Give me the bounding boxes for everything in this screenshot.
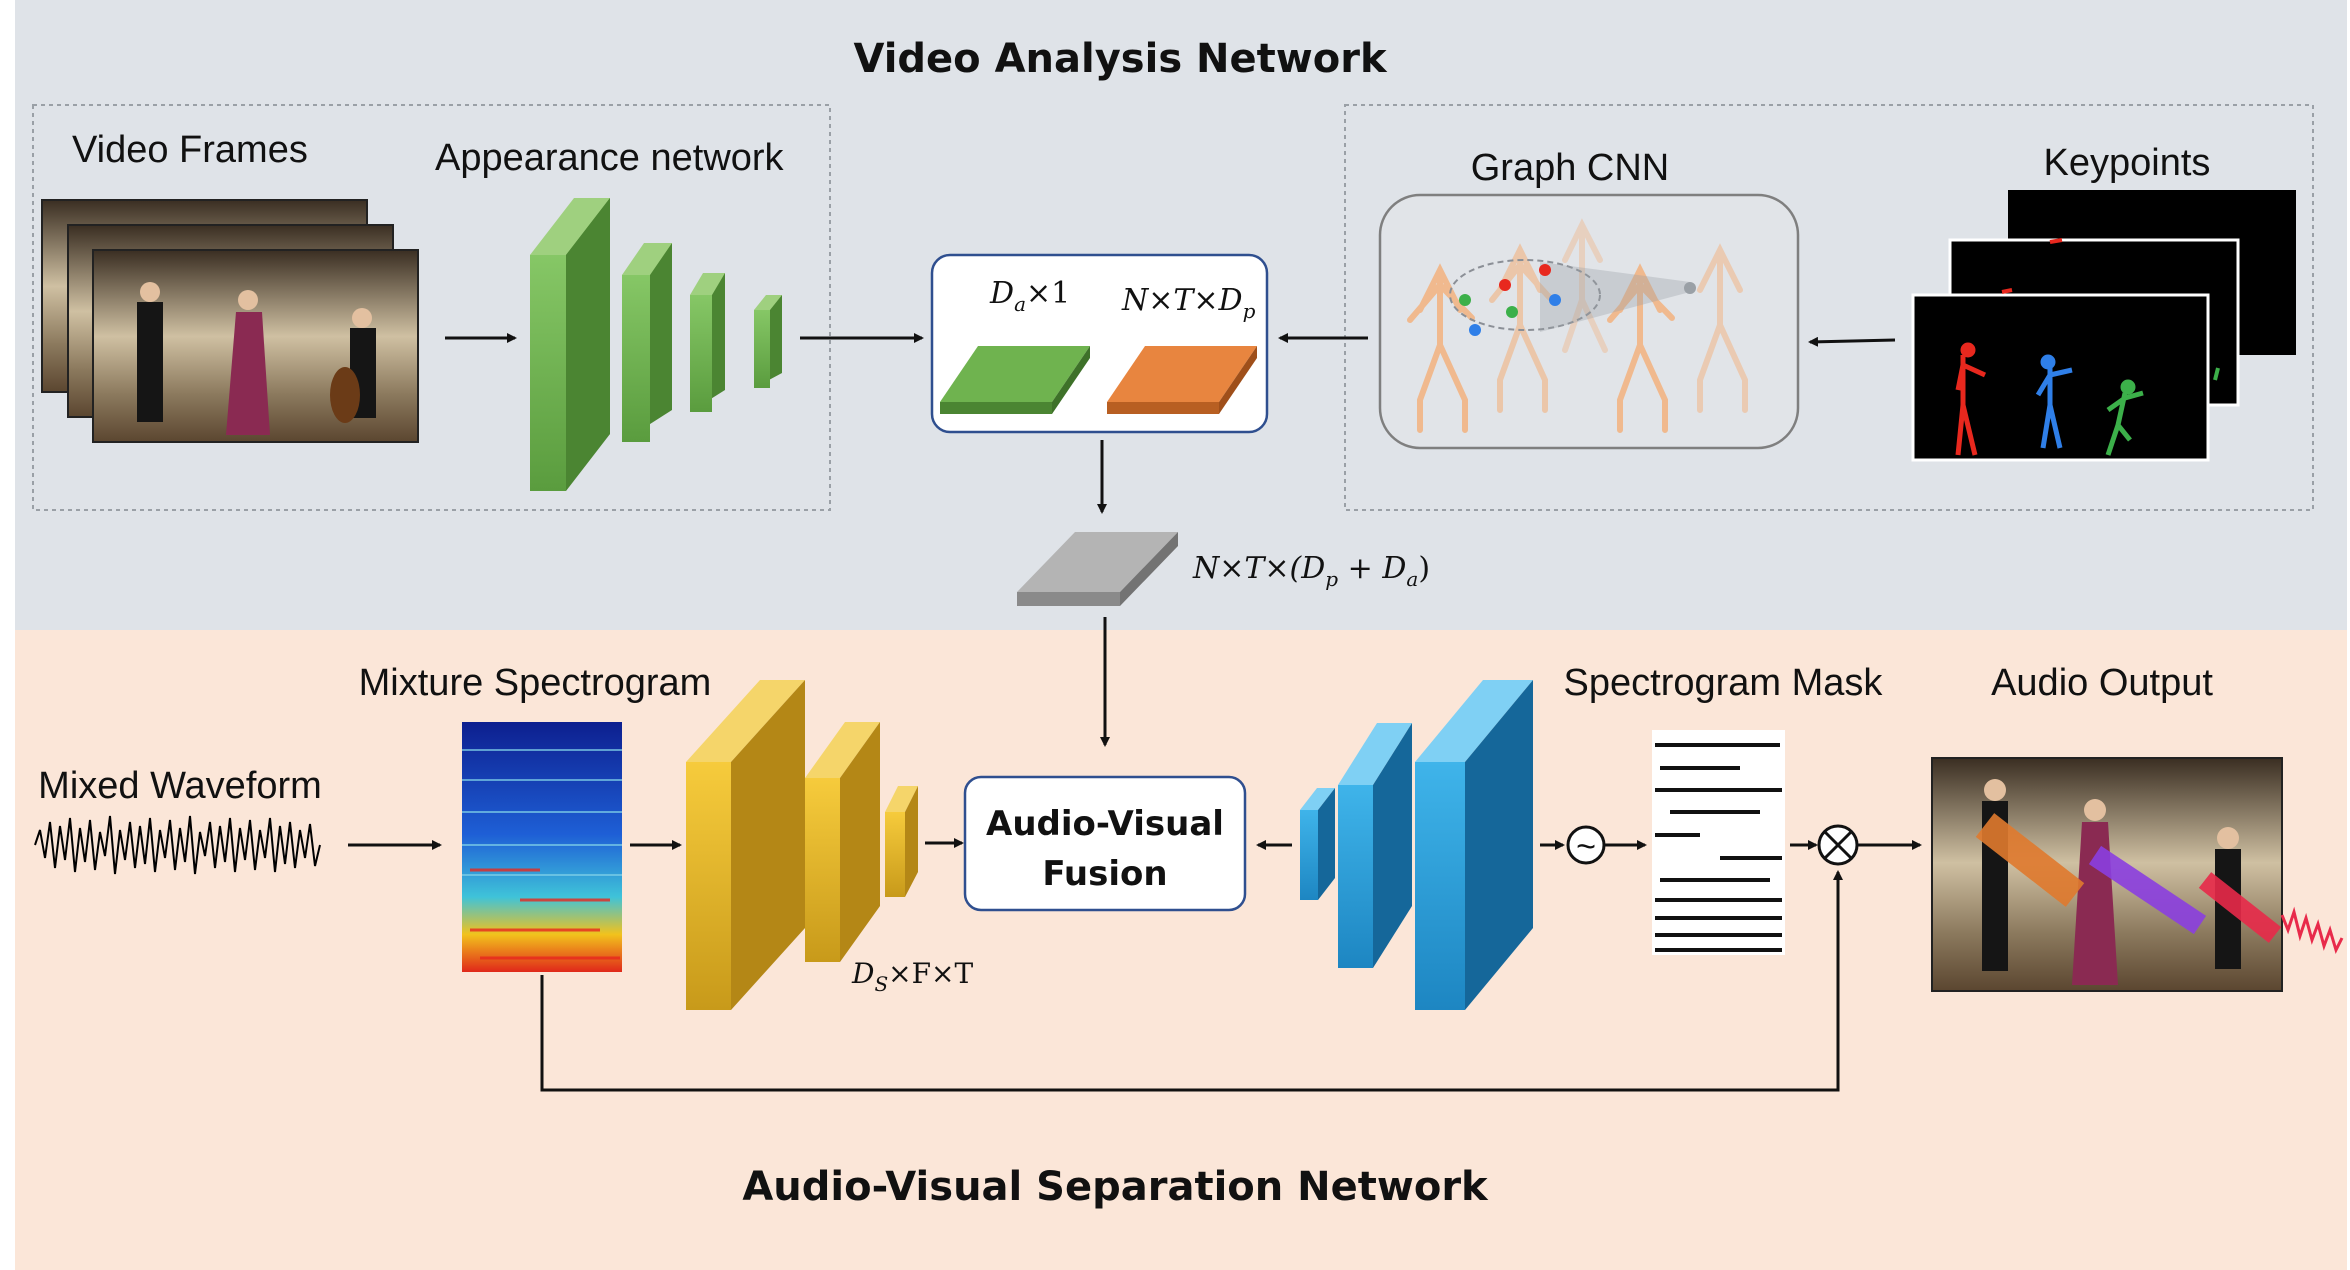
appearance-block-1: [530, 198, 610, 491]
pose-dim-label: N×T×Dp: [1121, 283, 1256, 323]
green-skeleton: [2105, 379, 2144, 456]
encoder-block-1: [686, 680, 805, 1010]
graph-cnn-label: Graph CNN: [1471, 147, 1670, 189]
graph-connection-beam: [1540, 262, 1690, 332]
mixed-waveform-label: Mixed Waveform: [38, 765, 322, 807]
spectrogram-mask: [1652, 730, 1785, 955]
audio-decoder: [1300, 680, 1533, 1010]
keypoints-stack: [1911, 190, 2296, 462]
sigmoid-op-icon: [1566, 825, 1606, 865]
appearance-group-border: [32, 104, 831, 511]
keypoints-label: Keypoints: [2044, 142, 2211, 184]
graph-node-cluster: [1449, 259, 1601, 331]
appearance-network-label: Appearance network: [435, 137, 785, 179]
fusion-label-line2: Fusion: [1042, 854, 1167, 894]
video-frames-stack: [41, 199, 419, 443]
output-red-waveform-tail: [2280, 906, 2344, 955]
audio-separation-title: Audio-Visual Separation Network: [742, 1164, 1489, 1210]
skip-connection-arrow: [540, 870, 1843, 1092]
appearance-block-4: [754, 295, 782, 388]
encoder-block-3: [885, 786, 918, 897]
graph-cnn-box: [1378, 193, 1800, 450]
video-frame-front: [92, 249, 419, 443]
decoder-block-2: [1338, 723, 1412, 968]
audio-output-label: Audio Output: [1991, 662, 2213, 704]
keypoint-frame-front: [1911, 293, 2210, 462]
audio-encoder: [686, 680, 918, 1010]
pose-group-border: [1344, 104, 2314, 511]
appearance-block-2: [622, 243, 672, 442]
decoder-block-1: [1300, 788, 1335, 900]
video-analysis-title: Video Analysis Network: [853, 36, 1387, 82]
audio-output-frame: [1931, 757, 2283, 992]
mixed-waveform: [34, 815, 321, 875]
encoder-block-2: [805, 722, 880, 962]
graph-cnn-skeletons: [1407, 218, 1748, 433]
concat-dim-label: N×T×(Dp + Da): [1192, 551, 1430, 591]
arrow-keypoints-to-graphcnn: [1808, 336, 1896, 347]
appearance-feature-slab: [940, 346, 1090, 414]
appearance-network: [530, 198, 782, 491]
sigmoid-symbol: ~: [1576, 828, 1596, 866]
fusion-label-line1: Audio-Visual: [986, 804, 1224, 844]
blue-skeleton: [2035, 354, 2073, 449]
mixture-spectrogram-label: Mixture Spectrogram: [359, 662, 712, 704]
appearance-block-3: [690, 273, 725, 412]
red-skeleton: [1955, 342, 1987, 456]
decoder-block-3: [1415, 680, 1533, 1010]
mixture-spectrogram: [462, 722, 622, 972]
fusion-box: [963, 775, 1247, 912]
appearance-dim-label: Da×1: [989, 276, 1070, 316]
concat-feature-slab: [1017, 532, 1178, 606]
spectrogram-mask-label: Spectrogram Mask: [1564, 662, 1884, 704]
video-frames-label: Video Frames: [72, 129, 308, 171]
encoder-dim-label: DS×F×T: [851, 957, 974, 996]
pose-feature-slab: [1107, 346, 1257, 414]
